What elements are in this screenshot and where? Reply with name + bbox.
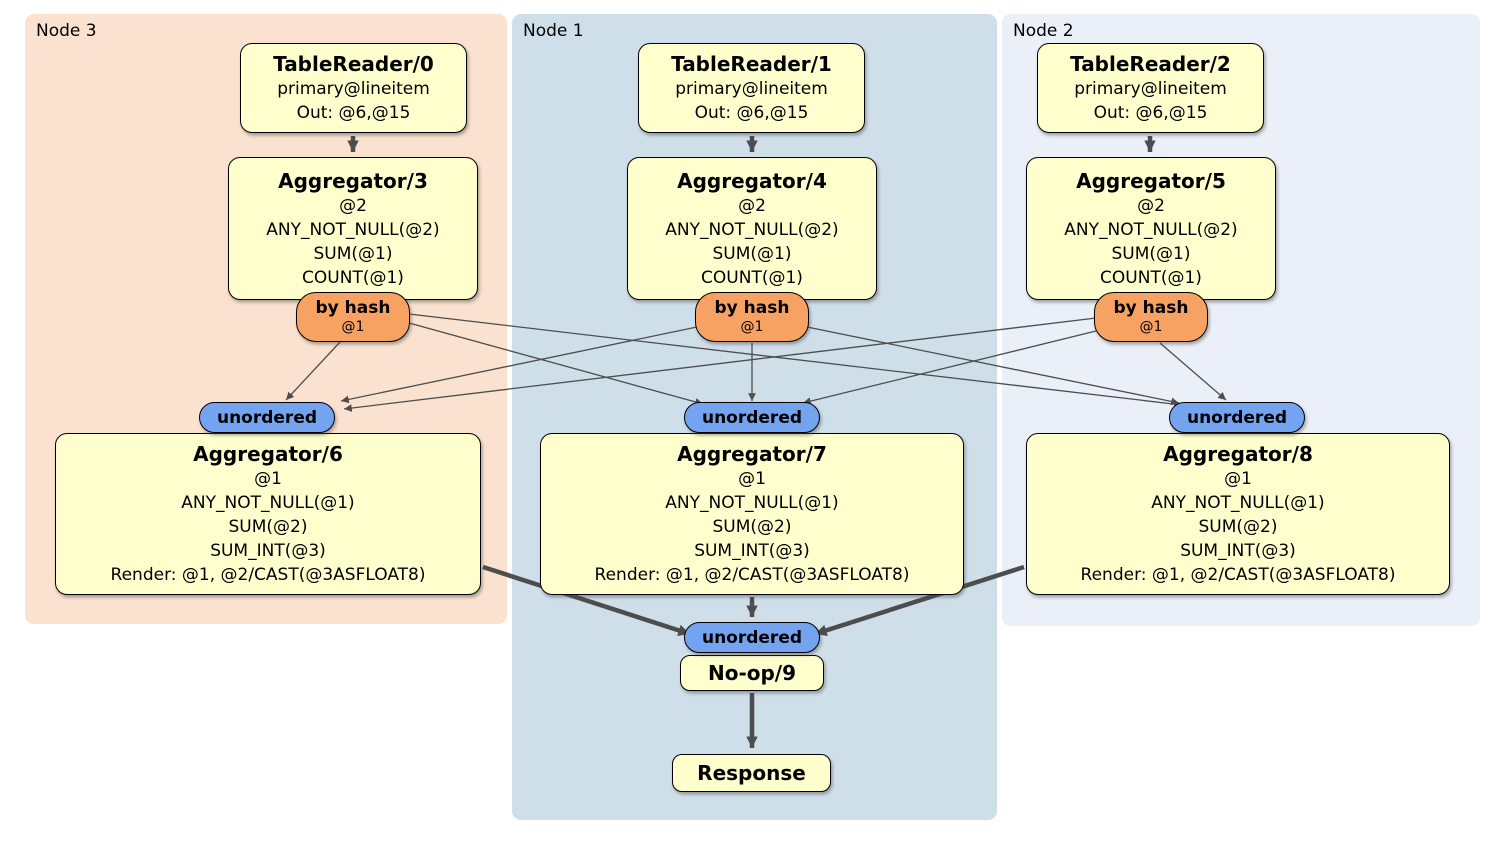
- processor-detail: SUM(@2): [712, 517, 792, 537]
- router-detail: @1: [1139, 319, 1163, 335]
- processor-detail: Render: @1, @2/CAST(@3ASFLOAT8): [594, 565, 910, 585]
- processor-title: TableReader/0: [273, 52, 434, 76]
- processor-aggregator-3: Aggregator/3 @2 ANY_NOT_NULL(@2) SUM(@1)…: [228, 157, 478, 300]
- processor-detail: SUM_INT(@3): [694, 541, 810, 561]
- processor-detail: SUM_INT(@3): [210, 541, 326, 561]
- processor-response: Response: [672, 754, 831, 792]
- edge-hash3-to-unordered3: [285, 340, 342, 401]
- processor-detail: @1: [738, 469, 766, 489]
- processor-title: Aggregator/8: [1163, 442, 1313, 466]
- processor-detail: ANY_NOT_NULL(@2): [665, 219, 839, 240]
- processor-tablereader-2: TableReader/2 primary@lineitem Out: @6,@…: [1037, 43, 1264, 133]
- sync-unordered-node1: unordered: [684, 402, 820, 433]
- processor-detail: Render: @1, @2/CAST(@3ASFLOAT8): [110, 565, 426, 585]
- edge-hash1-to-unordered3: [340, 326, 698, 404]
- processor-tablereader-0: TableReader/0 primary@lineitem Out: @6,@…: [240, 43, 467, 133]
- sync-unordered-final: unordered: [684, 622, 820, 653]
- processor-detail: Render: @1, @2/CAST(@3ASFLOAT8): [1080, 565, 1396, 585]
- processor-title: TableReader/2: [1070, 52, 1231, 76]
- router-detail: @1: [341, 319, 365, 335]
- processor-title: TableReader/1: [671, 52, 832, 76]
- processor-detail: ANY_NOT_NULL(@2): [1064, 219, 1238, 240]
- processor-detail: ANY_NOT_NULL(@1): [1151, 493, 1325, 513]
- processor-detail: Out: @6,@15: [296, 103, 411, 123]
- sync-unordered-node2: unordered: [1169, 402, 1305, 433]
- edge-aggregator8-to-final-unordered: [814, 564, 1025, 637]
- processor-detail: primary@lineitem: [1074, 79, 1227, 99]
- processor-detail: SUM(@2): [1198, 517, 1278, 537]
- processor-detail: SUM(@1): [712, 243, 792, 264]
- edge-hash2-to-unordered2: [1159, 342, 1227, 401]
- router-detail: @1: [740, 319, 764, 335]
- processor-aggregator-7: Aggregator/7 @1 ANY_NOT_NULL(@1) SUM(@2)…: [540, 433, 964, 595]
- processor-title: Aggregator/5: [1076, 168, 1226, 193]
- processor-detail: SUM(@1): [313, 243, 393, 264]
- edge-hash1-to-unordered2: [806, 326, 1180, 406]
- panel-node-2-label: Node 2: [1013, 21, 1074, 41]
- processor-aggregator-8: Aggregator/8 @1 ANY_NOT_NULL(@1) SUM(@2)…: [1026, 433, 1450, 595]
- processor-aggregator-5: Aggregator/5 @2 ANY_NOT_NULL(@2) SUM(@1)…: [1026, 157, 1276, 300]
- processor-aggregator-4: Aggregator/4 @2 ANY_NOT_NULL(@2) SUM(@1)…: [627, 157, 877, 300]
- router-label: by hash: [1113, 298, 1189, 318]
- edge-hash2-to-unordered3: [343, 317, 1097, 412]
- processor-noop-9: No-op/9: [680, 655, 824, 691]
- processor-aggregator-6: Aggregator/6 @1 ANY_NOT_NULL(@1) SUM(@2)…: [55, 433, 481, 595]
- processor-detail: COUNT(@1): [302, 267, 404, 288]
- router-label: by hash: [714, 298, 790, 318]
- router-label: by hash: [315, 298, 391, 318]
- processor-detail: SUM(@1): [1111, 243, 1191, 264]
- processor-title: Aggregator/4: [677, 168, 827, 193]
- edge-aggregator6-to-final-unordered: [482, 564, 691, 637]
- processor-detail: ANY_NOT_NULL(@1): [181, 493, 355, 513]
- router-by-hash-node2: by hash @1: [1094, 292, 1208, 342]
- processor-title: Aggregator/6: [193, 442, 343, 466]
- processor-tablereader-1: TableReader/1 primary@lineitem Out: @6,@…: [638, 43, 865, 133]
- processor-detail: @2: [339, 195, 367, 216]
- processor-detail: @1: [1224, 469, 1252, 489]
- processor-title: Aggregator/3: [278, 168, 428, 193]
- edge-hash2-to-unordered1: [802, 330, 1097, 405]
- edge-hash3-to-unordered1: [408, 322, 704, 406]
- edge-hash3-to-unordered2: [408, 313, 1183, 408]
- processor-detail: @2: [1137, 195, 1165, 216]
- processor-detail: ANY_NOT_NULL(@2): [266, 219, 440, 240]
- sync-unordered-node3: unordered: [199, 402, 335, 433]
- processor-detail: primary@lineitem: [675, 79, 828, 99]
- processor-detail: ANY_NOT_NULL(@1): [665, 493, 839, 513]
- processor-detail: @2: [738, 195, 766, 216]
- processor-detail: SUM_INT(@3): [1180, 541, 1296, 561]
- router-by-hash-node1: by hash @1: [695, 292, 809, 342]
- processor-detail: @1: [254, 469, 282, 489]
- panel-node-1-label: Node 1: [523, 21, 584, 41]
- processor-title: Aggregator/7: [677, 442, 827, 466]
- processor-detail: SUM(@2): [228, 517, 308, 537]
- panel-node-3-label: Node 3: [36, 21, 97, 41]
- router-by-hash-node3: by hash @1: [296, 292, 410, 342]
- processor-detail: primary@lineitem: [277, 79, 430, 99]
- processor-detail: Out: @6,@15: [694, 103, 809, 123]
- processor-detail: Out: @6,@15: [1093, 103, 1208, 123]
- processor-detail: COUNT(@1): [701, 267, 803, 288]
- processor-detail: COUNT(@1): [1100, 267, 1202, 288]
